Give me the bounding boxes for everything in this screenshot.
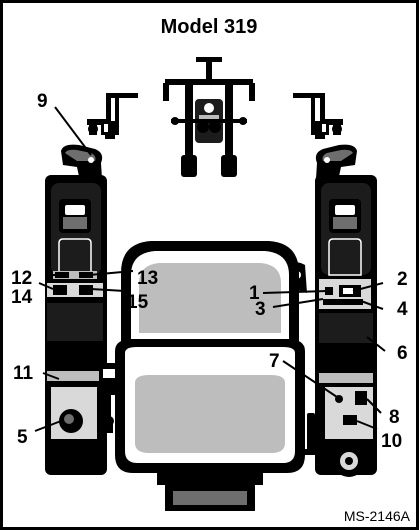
right-lever-bracket <box>293 93 343 139</box>
callout-9: 9 <box>37 91 48 112</box>
callout-4: 4 <box>397 299 408 320</box>
callout-15: 15 <box>127 292 149 313</box>
callout-8: 8 <box>389 407 400 428</box>
right-control-console <box>283 144 377 477</box>
left-control-console <box>45 144 119 475</box>
operator-seat <box>115 241 305 511</box>
callout-13: 13 <box>137 268 158 289</box>
callout-2: 2 <box>397 269 408 290</box>
callout-14: 14 <box>11 287 33 308</box>
callout-11: 11 <box>13 363 34 384</box>
callout-3: 3 <box>255 299 266 320</box>
callout-5: 5 <box>17 427 28 448</box>
callout-1: 1 <box>249 283 260 304</box>
callout-12: 12 <box>11 268 32 289</box>
drawing-code: MS-2146A <box>344 508 411 524</box>
diagram-title: Model 319 <box>161 16 258 38</box>
callout-6: 6 <box>397 343 408 364</box>
pedal-linkage-assembly <box>163 57 255 177</box>
callout-leaders <box>34 106 386 432</box>
callout-10: 10 <box>381 431 402 452</box>
callout-7: 7 <box>269 351 280 372</box>
left-lever-bracket <box>87 93 138 139</box>
model-319-diagram: Model 319 <box>11 16 411 524</box>
